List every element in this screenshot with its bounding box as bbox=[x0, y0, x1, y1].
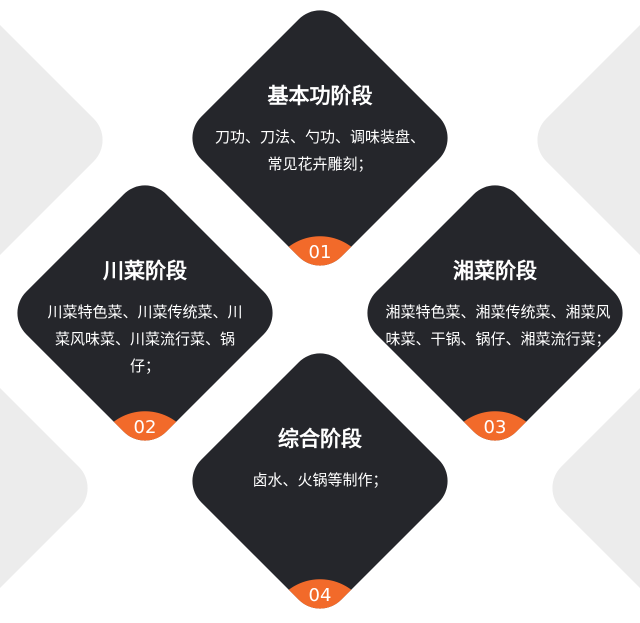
bg-shape bbox=[0, 12, 103, 268]
bg-shape bbox=[0, 360, 88, 616]
stage-description: 卤水、火锅等制作； bbox=[252, 471, 388, 489]
stage-description: 刀功、刀法、勺功、调味装盘、常见花卉雕刻； bbox=[214, 127, 425, 173]
stage-description: 川菜特色菜、川菜传统菜、川菜风味菜、川菜流行菜、锅仔； bbox=[47, 303, 243, 375]
bg-shape bbox=[552, 360, 640, 616]
bg-shape bbox=[537, 12, 640, 268]
stage-description: 湘菜特色菜、湘菜传统菜、湘菜风味菜、干锅、锅仔、湘菜流行菜； bbox=[385, 303, 611, 348]
